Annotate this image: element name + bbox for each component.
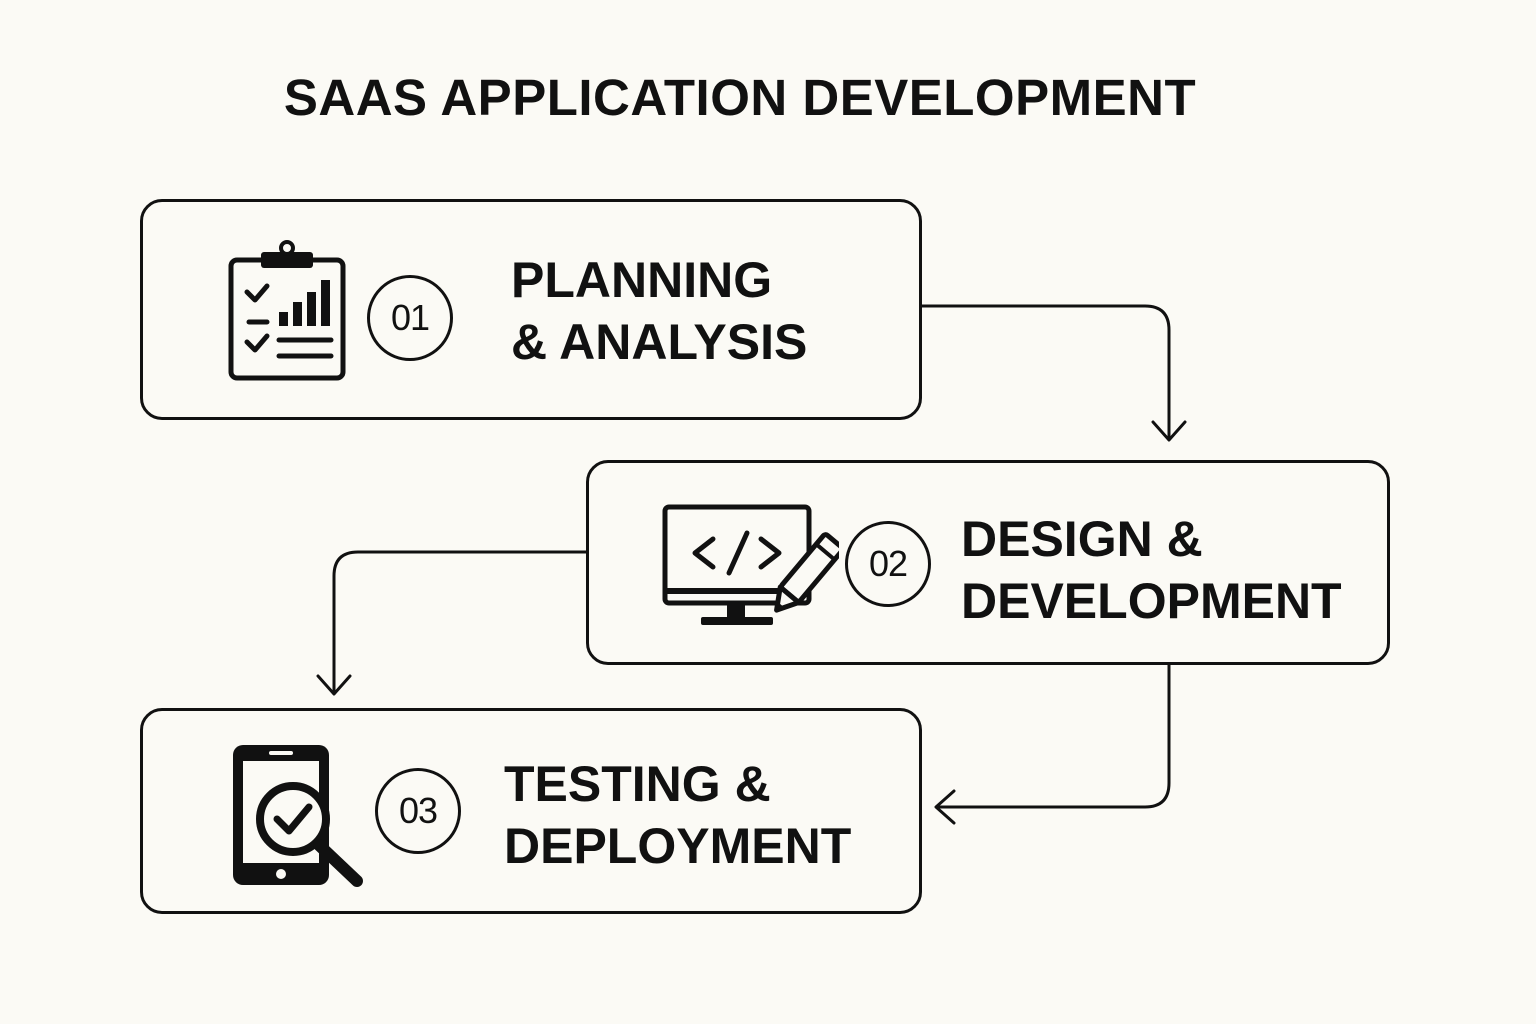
arrowhead-down-icon bbox=[1151, 420, 1187, 442]
step-card-design: 02 DESIGN & DEVELOPMENT bbox=[586, 460, 1390, 665]
phone-magnifier-check-icon bbox=[233, 745, 363, 887]
arrowhead-down-icon bbox=[316, 674, 352, 696]
connector-2-to-3 bbox=[332, 550, 588, 694]
step-label-design: DESIGN & DEVELOPMENT bbox=[961, 511, 1342, 629]
step-number-badge: 03 bbox=[375, 768, 461, 854]
step-number-badge: 01 bbox=[367, 275, 453, 361]
clipboard-chart-icon bbox=[228, 240, 346, 381]
step-label-testing: TESTING & DEPLOYMENT bbox=[504, 756, 852, 874]
step-card-testing: 03 TESTING & DEPLOYMENT bbox=[140, 708, 922, 914]
monitor-code-pencil-icon bbox=[662, 504, 839, 625]
step-card-planning: 01 PLANNING & ANALYSIS bbox=[140, 199, 922, 420]
connector-2-to-3-return bbox=[936, 663, 1171, 809]
step-number-badge: 02 bbox=[845, 521, 931, 607]
connector-1-to-2 bbox=[920, 304, 1171, 440]
step-label-planning: PLANNING & ANALYSIS bbox=[511, 252, 808, 370]
diagram-title: SAAS APPLICATION DEVELOPMENT bbox=[283, 69, 1197, 126]
arrowhead-left-icon bbox=[934, 789, 956, 825]
